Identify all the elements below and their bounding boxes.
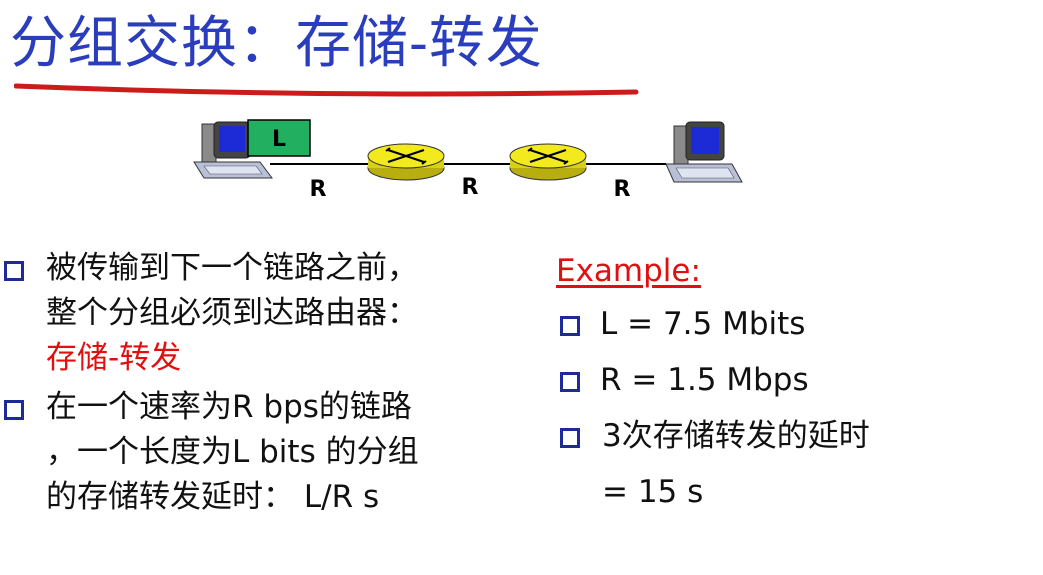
example-item-text: L = 7.5 Mbits xyxy=(600,306,806,342)
packet: L xyxy=(247,119,311,157)
example-item-delay: 3次存储转发的延时 = 15 s xyxy=(556,408,1026,520)
bullet-box-icon xyxy=(4,261,24,281)
bullet-delay: 在一个速率为R bps的链路 ，一个长度为L bits 的分组 的存储转发延时：… xyxy=(0,385,540,520)
link-label-3: R xyxy=(614,177,631,202)
left-bullets: 被传输到下一个链路之前， 整个分组必须到达路由器： 存储-转发 在一个速率为R … xyxy=(0,246,540,520)
bullet-line: ，一个长度为L bits 的分组 xyxy=(46,434,419,470)
bullet-line: 被传输到下一个链路之前， xyxy=(46,250,418,286)
bullet-box-icon xyxy=(560,372,580,392)
bullet-box-icon xyxy=(560,316,580,336)
example-panel: Example: L = 7.5 Mbits R = 1.5 Mbps 3次存储… xyxy=(556,246,1026,520)
example-item-l: L = 7.5 Mbits xyxy=(556,296,1026,352)
packet-label: L xyxy=(272,127,286,152)
bullet-line: 在一个速率为R bps的链路 xyxy=(46,389,412,425)
bullet-box-icon xyxy=(560,428,580,448)
store-forward-highlight: 存储-转发 xyxy=(46,340,182,376)
example-item-text: R = 1.5 Mbps xyxy=(600,362,809,398)
source-host-icon xyxy=(193,121,273,179)
destination-host-icon xyxy=(665,121,743,183)
example-item-text: 3次存储转发的延时 xyxy=(602,418,870,454)
bullet-line: 的存储转发延时： L/R s xyxy=(46,479,380,515)
router-2-icon xyxy=(509,143,587,181)
title-underline xyxy=(14,83,639,97)
bullet-line: 整个分组必须到达路由器： xyxy=(46,295,418,331)
example-item-r: R = 1.5 Mbps xyxy=(556,352,1026,408)
link-label-2: R xyxy=(462,175,479,200)
bullet-store-forward: 被传输到下一个链路之前， 整个分组必须到达路由器： 存储-转发 xyxy=(0,246,540,381)
router-1-icon xyxy=(367,143,445,181)
bullet-box-icon xyxy=(4,400,24,420)
slide-title: 分组交换：存储-转发 xyxy=(10,11,543,76)
example-item-result: = 15 s xyxy=(602,474,704,510)
network-diagram: L R R R xyxy=(193,119,743,202)
example-label: Example: xyxy=(556,253,701,289)
link-label-1: R xyxy=(310,177,327,202)
